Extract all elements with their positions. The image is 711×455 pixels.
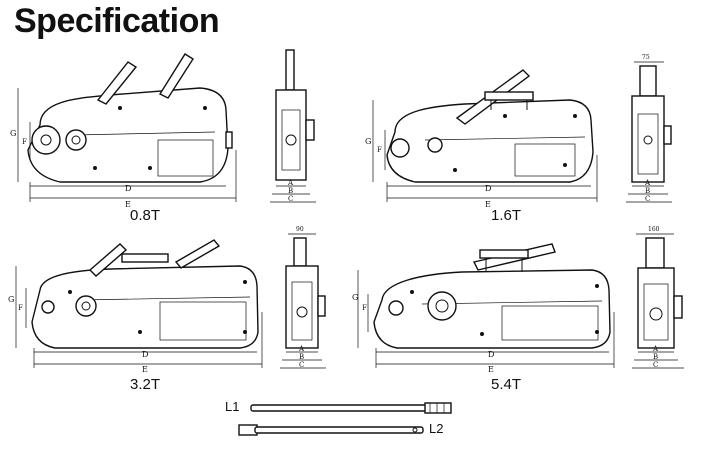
dim-d-label: D bbox=[488, 350, 494, 359]
front-view-drawing: G F D E bbox=[365, 69, 598, 209]
handle-l1: L1 bbox=[225, 398, 465, 418]
dim-f-label: F bbox=[18, 304, 23, 312]
dim-a-label: A bbox=[652, 345, 659, 353]
dim-c-label: C bbox=[653, 361, 658, 369]
dim-a-label: A bbox=[298, 345, 305, 353]
side-view-drawing: 90 A B C bbox=[280, 226, 326, 369]
handle-l2-drawing bbox=[238, 424, 424, 436]
model-caption: 3.2T bbox=[130, 376, 161, 393]
dim-d-label: D bbox=[485, 184, 491, 193]
side-view-drawing: 160 A B C bbox=[632, 226, 684, 369]
dim-e-label: E bbox=[488, 365, 494, 374]
handle-l1-label: L1 bbox=[225, 399, 240, 414]
model-caption: 1.6T bbox=[491, 207, 522, 224]
dim-a-label: A bbox=[644, 179, 651, 187]
dim-g-label: G bbox=[10, 129, 16, 138]
dim-top-label: 90 bbox=[296, 226, 304, 233]
dim-f-label: F bbox=[377, 146, 382, 154]
handle-l1-drawing bbox=[250, 402, 452, 414]
handle-l2-label: L2 bbox=[429, 421, 444, 436]
dim-g-label: G bbox=[352, 293, 358, 302]
model-3-2t-side-view: 90 A B C bbox=[272, 222, 342, 372]
model-caption: 5.4T bbox=[491, 376, 522, 393]
model-5-4t-side-view: 160 A B C bbox=[626, 222, 696, 372]
model-caption: 0.8T bbox=[130, 207, 161, 224]
dim-f-label: F bbox=[362, 304, 367, 312]
model-0-8t-side-view: A B C bbox=[262, 40, 332, 210]
dim-b-label: B bbox=[653, 353, 658, 361]
side-view-drawing: A B C bbox=[270, 49, 316, 203]
front-view-drawing: G F D E bbox=[352, 243, 615, 374]
dim-c-label: C bbox=[288, 195, 293, 203]
dim-e-label: E bbox=[485, 200, 491, 209]
model-3-2t-front-view: G F D E bbox=[0, 222, 270, 374]
dim-b-label: B bbox=[299, 353, 304, 361]
dim-d-label: D bbox=[142, 350, 148, 359]
dim-e-label: E bbox=[125, 200, 131, 209]
front-view-drawing: G F D E bbox=[8, 239, 263, 374]
dim-c-label: C bbox=[645, 195, 650, 203]
dim-b-label: B bbox=[645, 187, 650, 195]
handle-l2: L2 bbox=[225, 420, 465, 440]
side-view-drawing: 75 A B C bbox=[626, 54, 672, 203]
model-0-8t-front-view: G F D E bbox=[0, 40, 260, 210]
dim-top-label: 160 bbox=[648, 226, 660, 233]
model-1-6t-front-view: G F D E bbox=[365, 40, 605, 210]
dim-c-label: C bbox=[299, 361, 304, 369]
page-title: Specification bbox=[14, 2, 220, 40]
dim-b-label: B bbox=[288, 187, 293, 195]
model-5-4t-front-view: G F D E bbox=[352, 222, 622, 374]
dim-g-label: G bbox=[8, 295, 14, 304]
model-1-6t-side-view: 75 A B C bbox=[620, 40, 690, 210]
dim-g-label: G bbox=[365, 137, 371, 146]
dim-a-label: A bbox=[287, 179, 294, 187]
dim-top-label: 75 bbox=[642, 54, 650, 61]
dim-e-label: E bbox=[142, 365, 148, 374]
front-view-drawing: G F D E bbox=[10, 53, 237, 209]
dim-d-label: D bbox=[125, 184, 131, 193]
dim-f-label: F bbox=[22, 138, 27, 146]
